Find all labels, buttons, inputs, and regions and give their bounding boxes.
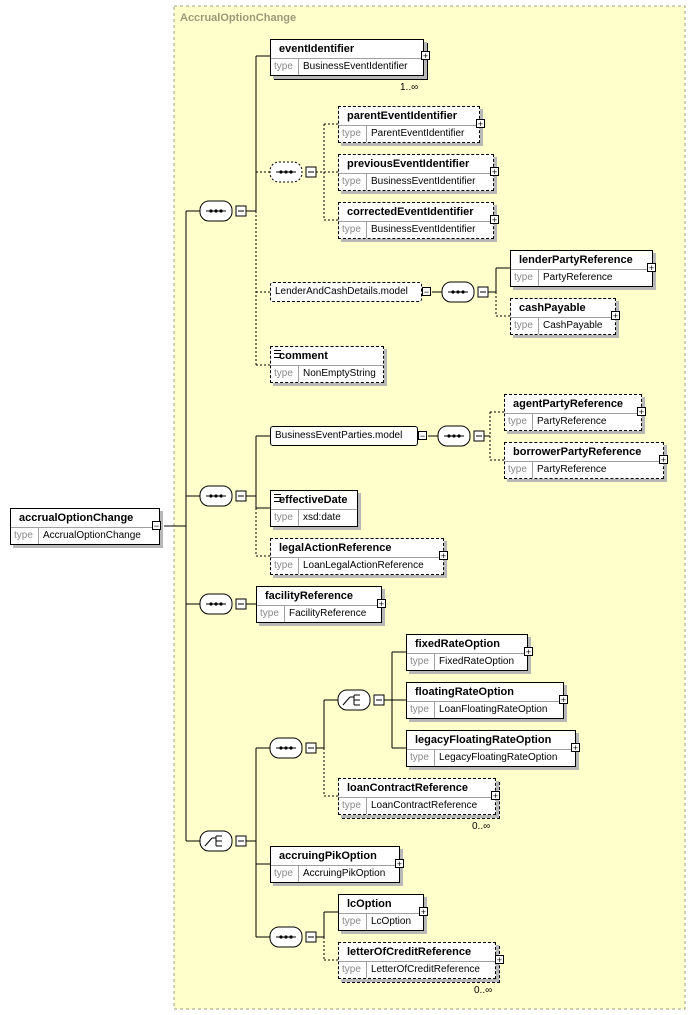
sequence-compositor-3	[199, 593, 247, 615]
sequence-compositor-2	[199, 485, 247, 507]
collapse-icon[interactable]: −	[418, 431, 427, 441]
choice-compositor-eventid	[269, 161, 317, 183]
collapse-icon[interactable]: −	[422, 287, 431, 297]
sequence-compositor-5	[269, 926, 317, 948]
expand-icon[interactable]: +	[419, 907, 428, 917]
cardinality-label: 0..∞	[474, 985, 493, 996]
expand-icon[interactable]: +	[439, 551, 448, 561]
element-type: AccrualOptionChange	[43, 530, 141, 541]
cardinality-label: 1..∞	[400, 82, 419, 93]
simple-content-icon	[274, 494, 281, 502]
model-group-business-parties[interactable]: BusinessEventParties.model	[270, 426, 418, 446]
expand-icon[interactable]: +	[421, 51, 430, 61]
expand-icon[interactable]: +	[491, 791, 500, 801]
model-group-lender-cash[interactable]: LenderAndCashDetails.model	[270, 282, 422, 302]
collapse-icon[interactable]: −	[152, 521, 161, 531]
choice-compositor-rate	[337, 689, 385, 711]
expand-icon[interactable]: +	[637, 407, 646, 417]
expand-icon[interactable]: +	[476, 119, 485, 129]
expand-icon[interactable]: +	[659, 455, 668, 465]
simple-content-icon	[274, 350, 281, 358]
group-title: AccrualOptionChange	[180, 12, 297, 24]
sequence-compositor-1	[199, 200, 247, 222]
expand-icon[interactable]: +	[559, 695, 568, 705]
compositors	[199, 161, 489, 948]
expand-icon[interactable]: +	[611, 311, 620, 321]
expand-icon[interactable]: +	[377, 599, 386, 609]
expand-icon[interactable]: +	[495, 955, 504, 965]
expand-icon[interactable]: +	[571, 743, 580, 753]
expand-icon[interactable]: +	[395, 859, 404, 869]
cardinality-label: 0..∞	[472, 821, 491, 832]
sequence-compositor-business	[437, 425, 485, 447]
expand-icon[interactable]: +	[647, 263, 656, 273]
expand-icon[interactable]: +	[524, 647, 533, 657]
choice-compositor-main	[199, 830, 247, 852]
element-name: accrualOptionChange	[19, 512, 134, 524]
expand-icon[interactable]: +	[490, 215, 499, 225]
expand-icon[interactable]: +	[490, 167, 499, 177]
sequence-compositor-lender	[441, 281, 489, 303]
sequence-compositor-4	[269, 737, 317, 759]
